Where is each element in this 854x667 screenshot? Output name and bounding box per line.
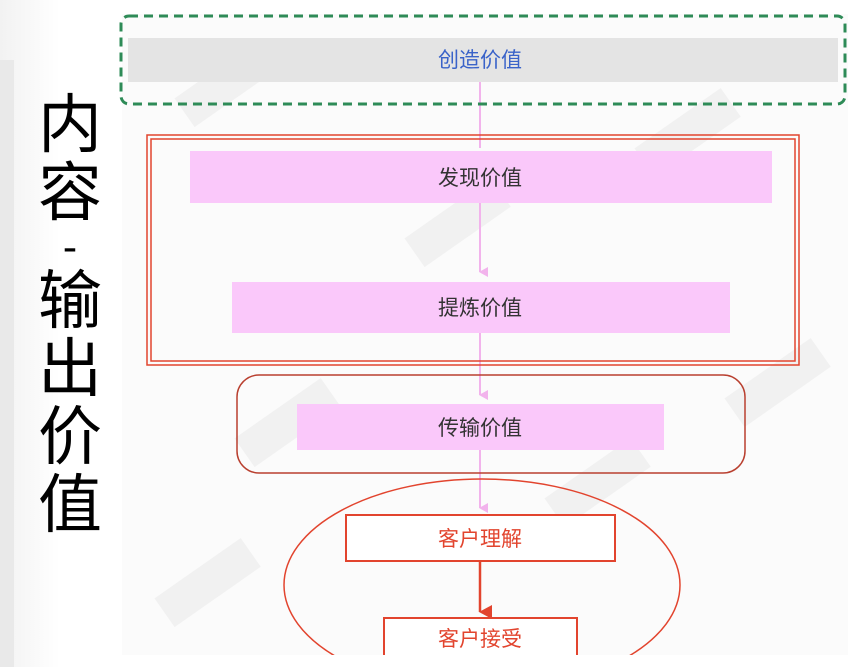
node-label-create: 创造价值 <box>438 48 522 72</box>
left-strip <box>0 0 122 667</box>
title-separator: - <box>62 225 78 271</box>
discover-refine-frame-inner <box>150 138 796 362</box>
svg-text:▇▇▇▇: ▇▇▇▇ <box>151 534 261 628</box>
customer-ellipse <box>283 478 681 655</box>
node-label-discover: 发现价值 <box>438 166 522 190</box>
node-label-understand: 客户理解 <box>438 527 522 551</box>
node-box-accept <box>383 617 578 655</box>
node-label-accept: 客户接受 <box>438 627 522 651</box>
node-box-understand <box>345 514 616 562</box>
title-char: 内 <box>38 89 102 163</box>
node-box-discover <box>190 151 772 203</box>
node-box-transmit <box>297 404 664 450</box>
node-box-refine <box>232 282 730 333</box>
node-box-create <box>128 38 838 82</box>
title-char: 容 <box>38 157 102 231</box>
node-label-transmit: 传输价值 <box>438 416 522 440</box>
transmit-frame <box>236 374 746 474</box>
vertical-title: 内 容 - 输 出 价 值 <box>30 92 110 540</box>
left-edge <box>0 60 14 667</box>
discover-refine-frame-outer <box>146 134 800 366</box>
title-char: 值 <box>38 469 102 543</box>
title-char: 输 <box>38 265 102 339</box>
node-label-refine: 提炼价值 <box>438 296 522 320</box>
create-group-dashed-frame <box>119 14 847 106</box>
title-char: 价 <box>38 401 102 475</box>
title-char: 出 <box>38 333 102 407</box>
